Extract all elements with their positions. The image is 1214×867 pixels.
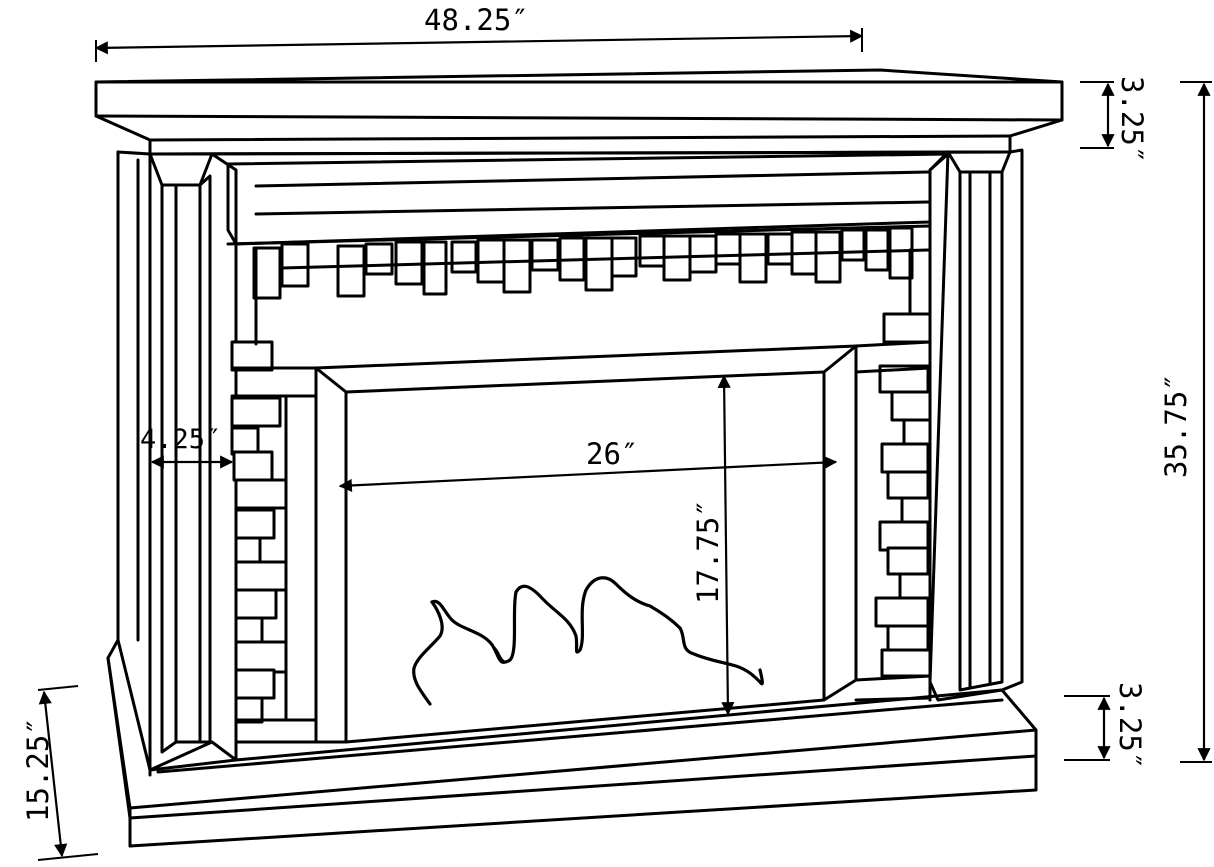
brick	[880, 648, 932, 678]
brick	[234, 508, 276, 540]
brick	[230, 340, 274, 372]
brick	[234, 696, 264, 724]
brick	[902, 418, 932, 446]
dentil-block	[502, 238, 532, 294]
brick	[900, 496, 932, 524]
dentil-rail	[280, 248, 930, 270]
top-molding-label: 3.25″	[1115, 76, 1149, 163]
plinth-base	[106, 638, 1038, 848]
left-brick-column	[230, 248, 288, 724]
brick	[880, 442, 930, 474]
dentil-row	[252, 226, 930, 300]
dentil-block	[814, 230, 842, 284]
base-depth-label: 15.25″	[21, 717, 55, 822]
brick	[234, 640, 288, 674]
brick	[886, 470, 930, 500]
dentil-block	[336, 244, 366, 298]
dentil-block	[252, 246, 282, 300]
dentil-block	[364, 242, 394, 276]
brick	[886, 546, 930, 576]
width-dimension-line	[94, 29, 864, 55]
dimension-labels: 48.25″ 3.25″ 35.75″ 4.25″ 26″ 17.75″ 3.2…	[21, 3, 1193, 822]
brick	[874, 596, 930, 628]
brick	[232, 450, 274, 482]
firebox-width-dimension-line	[338, 455, 838, 493]
right-pilaster	[928, 148, 1024, 702]
dentil-block	[638, 234, 666, 268]
dentil-block	[450, 240, 478, 274]
brick	[234, 588, 278, 620]
dentil-block	[714, 232, 742, 266]
mantel-shelf	[94, 68, 1064, 156]
pilaster-width-label: 4.25″	[140, 424, 221, 455]
dentil-block	[766, 232, 794, 266]
firebox-width-label: 26″	[586, 437, 638, 471]
header-frieze	[226, 152, 950, 246]
dentil-block	[888, 226, 914, 280]
flame-artwork	[412, 576, 764, 706]
dentil-block	[738, 232, 768, 284]
dentil-block	[840, 228, 866, 262]
firebox-height-label: 17.75″	[691, 499, 725, 604]
left-pilaster	[106, 150, 238, 820]
dentil-block	[530, 238, 560, 272]
brick	[886, 624, 930, 652]
base-depth-dimension-line	[38, 690, 68, 858]
brick	[882, 312, 932, 344]
brick	[890, 390, 932, 422]
brick	[234, 616, 264, 644]
overall-width-label: 48.25″	[424, 3, 529, 37]
base-height-label: 3.25″	[1113, 682, 1147, 769]
brick	[230, 426, 260, 456]
overall-height-label: 35.75″	[1159, 373, 1193, 478]
brick	[234, 668, 276, 700]
brick	[234, 536, 262, 564]
brick	[230, 396, 282, 428]
brick	[234, 560, 288, 592]
firebox-height-dimension-line	[717, 374, 735, 716]
dentil-block	[422, 240, 448, 296]
brick	[234, 478, 288, 510]
firebox-surround	[230, 340, 932, 744]
dentil-block	[688, 234, 718, 274]
dentil-block	[584, 236, 614, 292]
brick-edge	[908, 224, 932, 702]
brick	[898, 572, 932, 600]
right-brick-column	[874, 224, 932, 702]
brick-edge	[254, 248, 288, 722]
dentil-block	[280, 242, 310, 288]
dimension-lines	[37, 28, 1212, 861]
brick	[878, 520, 930, 552]
